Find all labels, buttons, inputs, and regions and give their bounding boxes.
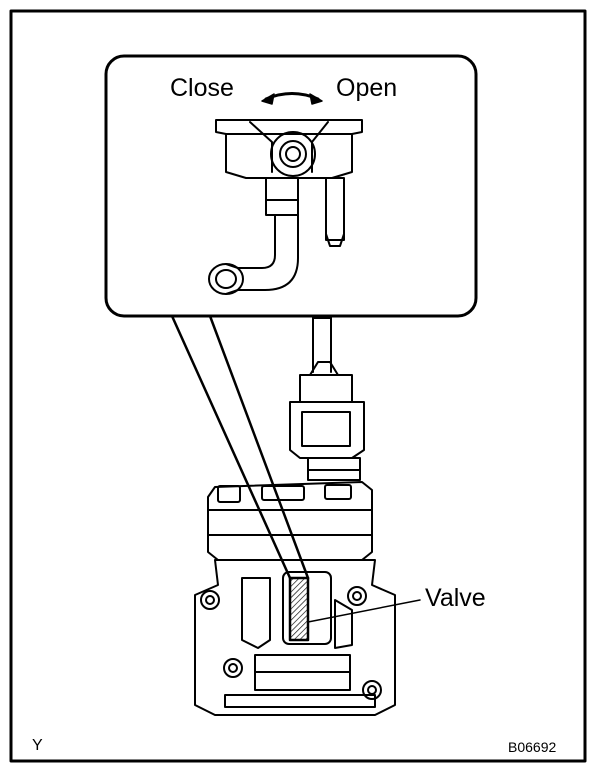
callout-line-left bbox=[170, 314, 292, 580]
figure-code: B06692 bbox=[508, 739, 557, 755]
detail-callout-box bbox=[104, 54, 478, 318]
corner-letter: Y bbox=[32, 737, 43, 754]
rotation-arrow-icon bbox=[261, 92, 323, 105]
figure-frame bbox=[9, 9, 587, 763]
close-label: Close bbox=[170, 74, 234, 102]
valve-body bbox=[194, 317, 396, 716]
valve-label: Valve bbox=[425, 584, 486, 612]
valve-leader-line bbox=[307, 599, 421, 623]
valve-detail-drawing bbox=[208, 119, 363, 295]
open-label: Open bbox=[336, 74, 398, 102]
callout-line-right bbox=[208, 314, 310, 580]
valve-element bbox=[288, 576, 310, 642]
